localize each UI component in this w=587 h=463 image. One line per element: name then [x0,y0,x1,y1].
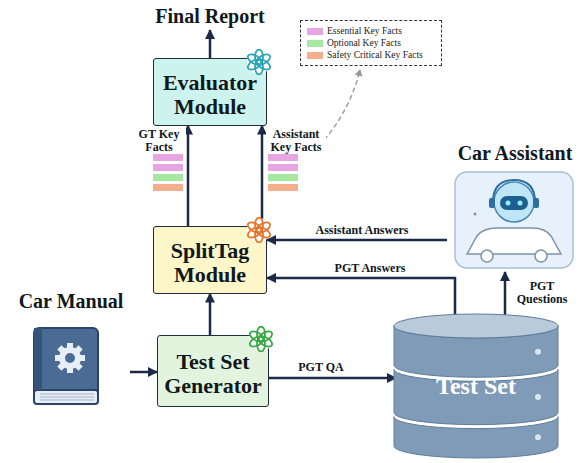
flow-arrow [504,272,507,317]
legend-text: Safety Critical Key Facts [327,50,423,60]
source-node: Car Assistant [447,142,583,272]
logo-icon [248,326,274,352]
legend-swatch [307,40,323,47]
fact-stack [153,154,183,191]
flow-arrow [187,126,190,227]
edge-label: GT Key Facts [132,128,186,154]
logo-icon [246,49,272,75]
node-title: Test Set [436,373,516,400]
box-label: SplitTag Module [160,239,260,287]
process-box: Evaluator Module [153,58,267,126]
source-node: Car Manual [12,290,130,410]
legend-text: Optional Key Facts [327,38,401,48]
edge-label: PGT QA [284,361,358,374]
node-title: Car Assistant [458,142,573,165]
node-title: Final Report [155,5,264,28]
output-node: Final Report [146,2,274,30]
legend-swatch [307,52,323,59]
flow-arrow [269,377,396,380]
legend-text: Essential Key Facts [327,26,402,36]
assistant-icon [453,170,577,270]
legend-swatch [307,28,323,35]
legend-row: Optional Key Facts [307,37,435,49]
leader-line [324,70,360,140]
flow-arrow [261,126,264,227]
flow-arrow [267,239,447,242]
process-box: SplitTag Module [153,226,267,294]
legend-row: Safety Critical Key Facts [307,49,435,61]
edge-label: Assistant Answers [300,224,424,237]
flow-arrow [130,371,157,374]
logo-icon [246,217,272,243]
fact-stack [268,154,298,191]
edge-label: Assistant Key Facts [266,128,326,154]
flow-arrow [267,278,455,318]
legend-box: Essential Key FactsOptional Key FactsSaf… [300,20,442,66]
flow-arrow [209,294,212,336]
legend-row: Essential Key Facts [307,25,435,37]
database-cylinder: Test Set [392,312,560,460]
node-title: Car Manual [19,290,124,313]
box-label: Evaluator Module [160,71,260,119]
edge-label: PGT Answers [318,262,422,275]
flow-arrow [209,30,212,58]
manual-icon [12,320,130,410]
box-label: Test Set Generator [164,350,262,398]
edge-label: PGT Questions [510,280,574,306]
process-box: Test Set Generator [157,335,269,407]
